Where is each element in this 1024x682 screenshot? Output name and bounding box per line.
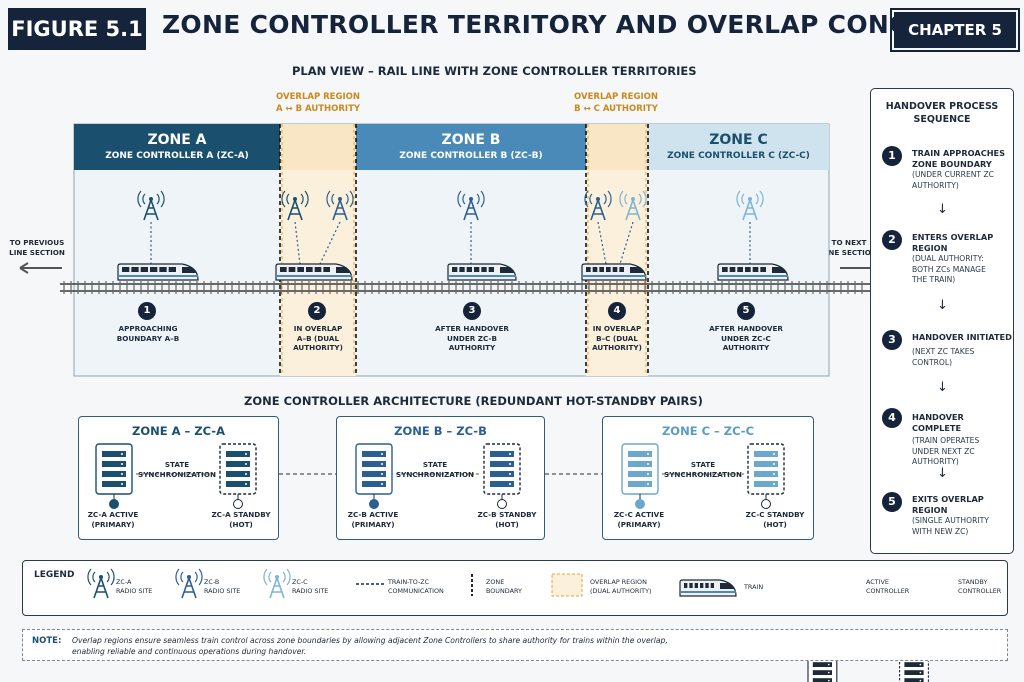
radio-mast-icon-2	[281, 190, 309, 221]
note-label: NOTE:	[32, 636, 62, 646]
position-1-marker: 1	[138, 302, 156, 320]
overlap-ab-header	[280, 124, 356, 170]
standby-server-icon-3	[747, 443, 785, 509]
train-icon-2	[275, 263, 353, 281]
note-text: Overlap regions ensure seamless train co…	[72, 636, 668, 656]
standby-server-icon-1	[219, 443, 257, 509]
train-icon-5	[717, 263, 789, 281]
position-3-marker: 3	[463, 302, 481, 320]
active-server-icon-2	[355, 443, 393, 509]
legend-train-icon	[679, 579, 737, 597]
active-caption-a: ZC-A ACTIVE(PRIMARY)	[87, 510, 139, 529]
comm-link-6	[619, 221, 634, 265]
step-2-number: 2	[882, 230, 902, 250]
note-box	[22, 629, 1008, 661]
arch-heading: ZONE CONTROLLER ARCHITECTURE (REDUNDANT …	[244, 394, 703, 408]
overlap-bc-header	[586, 124, 648, 170]
radio-mast-icon-7	[736, 190, 764, 221]
figure-title: ZONE CONTROLLER TERRITORY AND OVERLAP CO…	[162, 10, 962, 39]
left-arrow-icon	[19, 262, 62, 274]
legend-overlap-swatch	[551, 573, 583, 597]
radio-mast-icon-4	[457, 190, 485, 221]
active-caption-c: ZC-C ACTIVE(PRIMARY)	[613, 510, 665, 529]
radio-mast-icon-6	[619, 190, 647, 221]
legend-zcc-icon	[263, 568, 291, 599]
rail-track	[60, 281, 870, 294]
train-icon-4	[581, 263, 647, 281]
arch-title-b: ZONE B – ZC-B	[394, 424, 487, 438]
legend-zca-icon	[87, 568, 115, 599]
step-5-number: 5	[882, 492, 902, 512]
step-arrow-4: ↓	[937, 466, 948, 481]
figure-label: FIGURE 5.1	[8, 8, 146, 50]
standby-caption-a: ZC-A STANDBY(HOT)	[211, 510, 271, 529]
arch-title-c: ZONE C – ZC-C	[661, 424, 755, 438]
plan-heading: PLAN VIEW – RAIL LINE WITH ZONE CONTROLL…	[292, 64, 697, 78]
legend-label: LEGEND	[34, 570, 75, 580]
standby-server-icon-2	[483, 443, 521, 509]
radio-mast-icon-3	[326, 190, 354, 221]
train-icon-3	[447, 263, 517, 281]
radio-mast-icon-5	[584, 190, 612, 221]
legend-overlap: OVERLAP REGION(DUAL AUTHORITY)	[590, 578, 652, 595]
zone-b-header	[356, 124, 586, 170]
step-arrow-2: ↓	[937, 298, 948, 313]
step-4-number: 4	[882, 408, 902, 428]
step-3-number: 3	[882, 330, 902, 350]
step-arrow-1: ↓	[937, 202, 948, 217]
position-4-marker: 4	[608, 302, 626, 320]
legend-train: TRAIN	[744, 583, 764, 591]
chapter-label: CHAPTER 5	[897, 15, 1013, 45]
position-5-marker: 5	[737, 302, 755, 320]
position-2-marker: 2	[308, 302, 326, 320]
arch-title-a: ZONE A – ZC-A	[132, 424, 225, 438]
train-icon-1	[117, 263, 199, 281]
step-arrow-3: ↓	[937, 380, 948, 395]
zone-c-header	[648, 124, 829, 170]
active-server-icon-3	[621, 443, 659, 509]
active-caption-b: ZC-B ACTIVE(PRIMARY)	[347, 510, 399, 529]
comm-link-3	[319, 221, 341, 265]
zone-a-header	[74, 124, 280, 170]
step-1-number: 1	[882, 146, 902, 166]
radio-mast-icon-1	[137, 190, 165, 221]
legend-zcb-icon	[175, 568, 203, 599]
chapter-badge: CHAPTER 5	[890, 8, 1020, 52]
standby-caption-c: ZC-C STANDBY(HOT)	[745, 510, 805, 529]
active-server-icon-1	[95, 443, 133, 509]
standby-caption-b: ZC-B STANDBY(HOT)	[477, 510, 537, 529]
